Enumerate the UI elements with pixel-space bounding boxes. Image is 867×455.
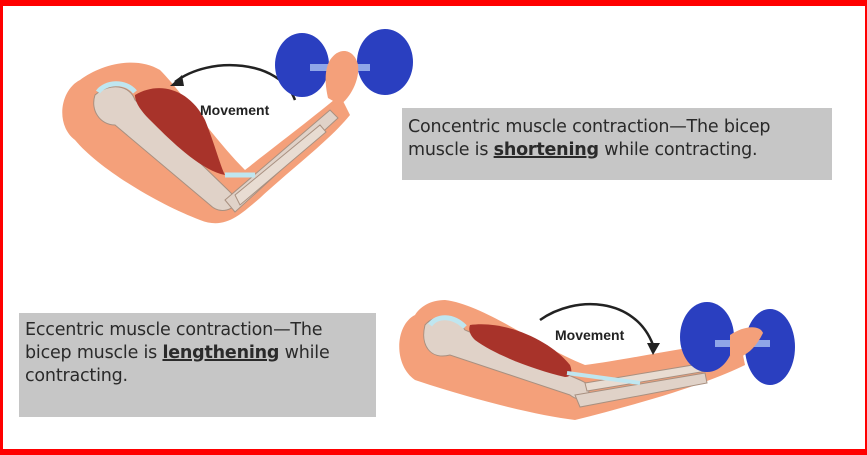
concentric-arm-illustration: Movement bbox=[62, 29, 413, 224]
eccentric-keyword: lengthening bbox=[162, 343, 280, 363]
concentric-caption-suffix: while contracting. bbox=[598, 140, 758, 160]
eccentric-caption: Eccentric muscle contraction—The bicep m… bbox=[19, 313, 376, 417]
movement-label-top: Movement bbox=[200, 102, 270, 118]
eccentric-caption-prefix: Eccentric muscle contraction—The bicep m… bbox=[25, 320, 323, 363]
movement-label-bottom: Movement bbox=[555, 327, 625, 343]
eccentric-arm-illustration: Movement bbox=[399, 300, 795, 420]
eccentric-caption-suffix: while contracting. bbox=[25, 343, 330, 386]
concentric-caption-prefix: Concentric muscle contraction—The bicep … bbox=[408, 117, 771, 160]
concentric-keyword: shortening bbox=[493, 140, 599, 160]
concentric-caption: Concentric muscle contraction—The bicep … bbox=[402, 108, 832, 180]
